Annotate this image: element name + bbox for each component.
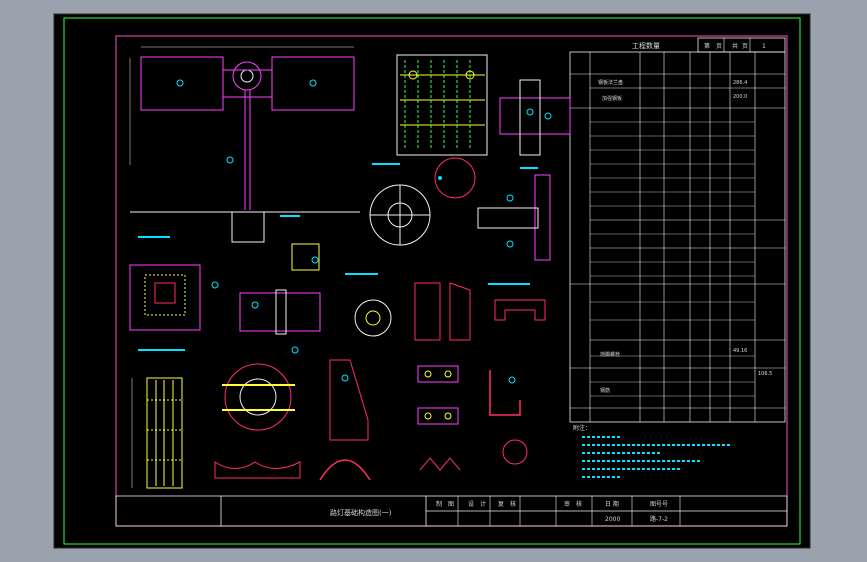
role-check: 复: [498, 500, 504, 508]
hook-bracket: [489, 370, 528, 465]
drawing-name: 路灯基础构造图(一): [330, 508, 392, 517]
table-value-1: 286.4: [733, 80, 747, 86]
side-bracket: [477, 174, 551, 261]
lamp-post-elevation: [129, 46, 360, 243]
notes-area: 附注：: [573, 424, 730, 478]
date-label: 日 期: [605, 500, 619, 508]
notes-heading: 附注：: [573, 424, 591, 432]
table-value-2: 200.0: [733, 94, 747, 100]
foundation-plan: [129, 243, 320, 331]
table-value-3: 49.16: [733, 348, 747, 354]
table-value-4: 106.5: [758, 371, 772, 377]
role-design: 设: [468, 500, 474, 508]
gusset-plate: [329, 359, 369, 441]
pipe-joint-detail: [499, 79, 571, 156]
drawing-sheet: [53, 13, 811, 549]
table-name-2: 加强钢板: [602, 95, 622, 102]
role-check-2: 核: [510, 500, 516, 508]
saddle-plates: [214, 457, 461, 481]
sheet-info-1: 第: [704, 42, 710, 50]
outer-frame: [63, 17, 801, 545]
table-name-3: 地脚螺栓: [600, 351, 620, 358]
table-name-4: 钢筋: [600, 387, 610, 394]
role-draw-2: 图: [448, 501, 454, 508]
small-flange: [354, 282, 546, 341]
flange-plan: [369, 157, 476, 246]
table-title: 工程数量: [632, 41, 660, 50]
role-draw: 制: [436, 500, 442, 508]
pipe-section: [239, 289, 321, 354]
role-design-2: 计: [480, 500, 486, 508]
drawing-no-value: 路-7-2: [650, 515, 668, 523]
date-value: 2000: [605, 516, 620, 523]
role-review: 审: [564, 500, 570, 508]
bolt-ring: [222, 363, 295, 431]
sheet-info-4: 页: [742, 43, 748, 50]
bolt-clamps: [417, 365, 459, 425]
quantity-table: 第 页 共 页 1 工程数量: [569, 37, 786, 423]
drawing-no-label: 图号号: [650, 501, 668, 508]
table-name-1: 钢板法兰盘: [598, 79, 623, 86]
sheet-info-5: 1: [762, 43, 766, 50]
role-review-2: 核: [576, 500, 582, 508]
section-markers: [138, 163, 538, 351]
sheet-info-2: 页: [716, 43, 722, 50]
steel-grid-plan: [396, 54, 488, 156]
title-block: 路灯基础构造图(一) 制 图 设 计 复 核 审 核 日 期 图号号 2000 …: [115, 495, 788, 527]
sheet-info-3: 共: [732, 42, 738, 50]
rebar-cage: [131, 377, 183, 489]
